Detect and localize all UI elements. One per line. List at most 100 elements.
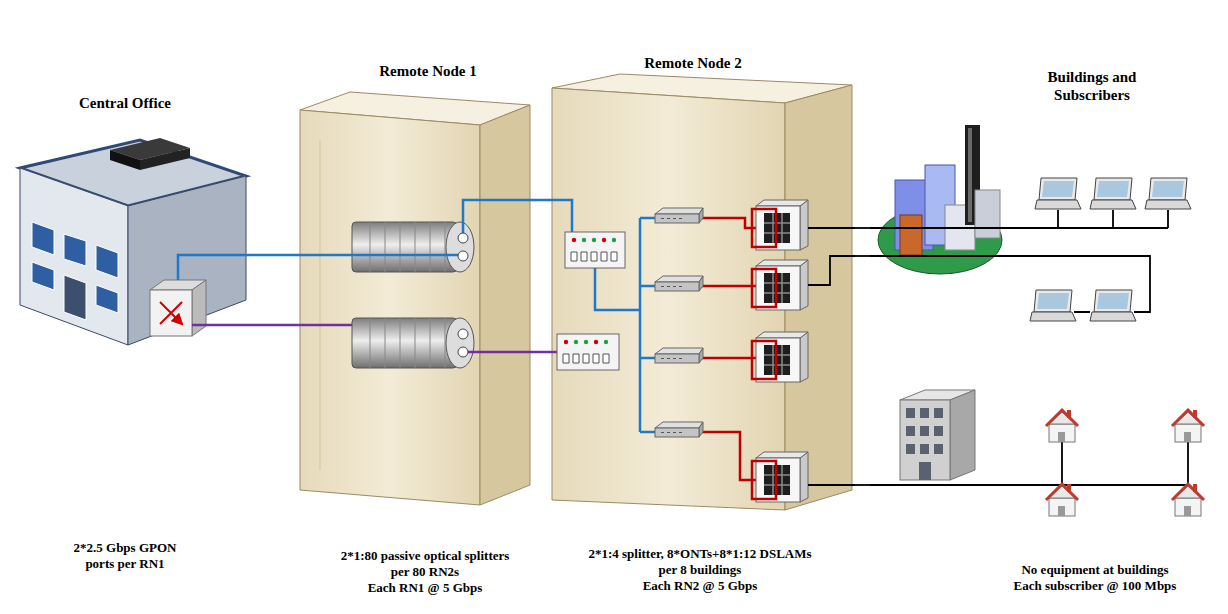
- optical-splitter: [370, 318, 445, 368]
- rn1-fiber: [463, 200, 535, 238]
- dslam: [752, 200, 808, 502]
- ont: [655, 348, 703, 363]
- capacity-note: Each subscriber @ 100 Mbps: [980, 578, 1210, 594]
- ont: [655, 422, 703, 437]
- office-building: [906, 408, 943, 454]
- office-building: [919, 462, 931, 480]
- splitter-panel: [557, 334, 619, 370]
- central-office-building: [96, 285, 118, 313]
- ont-to-dslam: [699, 218, 756, 480]
- site-heading: Central Office: [25, 94, 225, 112]
- rn2-cabinet: [552, 88, 785, 510]
- central-office-building: [20, 168, 128, 345]
- dslam: [756, 332, 808, 382]
- dslam: [756, 452, 808, 502]
- central-office-building: [64, 234, 86, 266]
- capacity-note: Each RN1 @ 5 Gbps: [333, 580, 518, 596]
- router-cube: [150, 290, 192, 336]
- central-office-building: [32, 262, 54, 290]
- splitter-port: [458, 233, 468, 243]
- splitter-panel: [557, 232, 625, 370]
- dslam: [752, 341, 776, 379]
- office-building: [950, 390, 975, 480]
- rn1-fiber: [463, 351, 535, 354]
- capacity-note: 2*1:80 passive optical splitters per 80 …: [333, 548, 518, 580]
- fiber-link-line: [855, 227, 870, 229]
- router-cube: [150, 280, 206, 336]
- laptop: [1145, 178, 1191, 209]
- router-cube: [192, 280, 206, 336]
- fiber-link-line: [855, 484, 870, 486]
- copper-line: [808, 256, 855, 285]
- co-fiber: [178, 255, 250, 280]
- optical-splitter: [352, 222, 474, 368]
- splitter-panel: [612, 238, 616, 242]
- network-site: Central Office: [5, 88, 250, 350]
- ont: [655, 208, 703, 437]
- laptop: [1030, 178, 1191, 321]
- copper-line: [808, 228, 855, 485]
- house: [1172, 410, 1204, 442]
- capacity-note: 2*2.5 Gbps GPON ports per RN1: [63, 540, 188, 572]
- capacity-note: Each RN2 @ 5 Gbps: [588, 578, 813, 594]
- ont-to-dslam: [699, 218, 756, 228]
- network-site: Buildings and Subscribers: [870, 62, 1220, 517]
- fiber-link: [855, 228, 870, 229]
- fiber-link: [250, 255, 300, 256]
- optical-splitter: [352, 222, 457, 272]
- ont-to-dslam: [699, 357, 756, 360]
- fiber-link-line: [250, 254, 300, 257]
- rn1-cabinet: [320, 140, 321, 470]
- ont: [655, 276, 703, 291]
- ont-to-dslam: [699, 432, 756, 480]
- copper-line: [808, 227, 855, 229]
- dslam: [752, 461, 776, 499]
- router-cube: [160, 302, 182, 324]
- rn1-cabinet: [480, 105, 530, 505]
- rn1-fiber: [300, 200, 535, 352]
- splitter-panel: [582, 238, 586, 242]
- central-office-building: [64, 275, 86, 320]
- dslam: [752, 269, 776, 307]
- co-fiber: [192, 324, 250, 327]
- network-site: Remote Node 1: [300, 56, 535, 512]
- fiber-link: [535, 200, 550, 201]
- dslam: [752, 209, 776, 247]
- house: [1046, 484, 1078, 516]
- subscriber-line: [870, 210, 1188, 485]
- co-fiber: [178, 255, 250, 325]
- central-office-building: [128, 176, 246, 345]
- network-site: Remote Node 2: [550, 48, 855, 513]
- splitter-panel: [584, 340, 588, 344]
- rn1-fiber: [300, 254, 458, 257]
- site-heading: Buildings and Subscribers: [1022, 68, 1162, 104]
- optical-splitter: [446, 318, 474, 368]
- central-office-building: [20, 138, 246, 345]
- capacity-note: No equipment at buildings: [980, 562, 1210, 578]
- splitter-panel: [602, 238, 606, 242]
- rn1-cabinet: [300, 110, 480, 505]
- splitter-port: [458, 251, 468, 261]
- splitter-panel: [571, 252, 617, 261]
- city-cluster: [968, 128, 972, 222]
- city-cluster: [878, 125, 1002, 274]
- rn1-cabinet: [300, 92, 530, 505]
- house: [1046, 410, 1078, 442]
- laptop: [1090, 178, 1136, 209]
- rn2-fiber: [640, 218, 655, 432]
- fiber-link-line: [535, 199, 550, 202]
- fiber-link-line: [535, 351, 550, 354]
- office-building: [900, 400, 950, 480]
- rn2-fiber: [550, 200, 655, 432]
- splitter-port: [458, 233, 468, 357]
- optical-splitter: [446, 222, 474, 272]
- site-heading: Remote Node 1: [328, 62, 528, 80]
- ont: [655, 208, 703, 223]
- rn2-cabinet: [552, 74, 852, 510]
- laptop: [1030, 290, 1076, 321]
- house: [1172, 484, 1204, 516]
- splitter-panel: [574, 340, 578, 344]
